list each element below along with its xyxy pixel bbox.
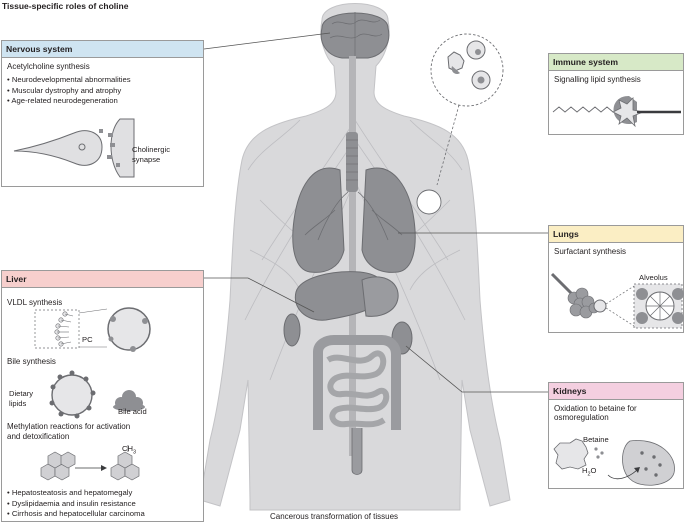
alveolus-illustration: [550, 272, 684, 329]
synapse-label-2: synapse: [132, 155, 161, 164]
stomach: [361, 276, 399, 317]
dietary-lipids-label-2: lipids: [9, 399, 27, 408]
vldl-synthesis-label: VLDL synthesis: [7, 298, 63, 307]
synapse-illustration: [13, 118, 135, 178]
liver-illustrations: [34, 307, 151, 481]
left-kidney: [283, 313, 301, 347]
lung-zoom-circle: [416, 189, 442, 215]
kidneys-subtitle-1: Oxidation to betaine for: [554, 404, 637, 413]
kidneys-subtitle-2: osmoregulation: [554, 413, 609, 422]
signalling-lipid-illustration: [552, 96, 681, 128]
betaine-label: Betaine: [583, 435, 609, 444]
liver-box: Liver VLDL synthesis: [1, 270, 204, 522]
immune-system-box: Immune system Signalling lipid synthesis: [548, 53, 684, 135]
alveolus-label: Alveolus: [639, 273, 668, 282]
nervous-system-subtitle: Acetylcholine synthesis: [7, 62, 90, 71]
nervous-system-bullets: Neurodevelopmental abnormalities Muscula…: [2, 75, 203, 107]
trachea: [346, 132, 358, 192]
list-item: Muscular dystrophy and atrophy: [7, 86, 203, 97]
kidneys-heading: Kidneys: [549, 383, 683, 400]
liver-heading: Liver: [2, 271, 203, 288]
osmoregulation-illustration: [553, 438, 675, 486]
nervous-system-heading: Nervous system: [2, 41, 203, 58]
methylation-label-2: and detoxification: [7, 432, 70, 441]
list-item: Neurodevelopmental abnormalities: [7, 75, 203, 86]
synapse-label-1: Cholinergic: [132, 145, 170, 154]
immune-system-subtitle: Signalling lipid synthesis: [554, 75, 641, 84]
liver-bullets: Hepatosteatosis and hepatomegaly Dyslipi…: [2, 488, 145, 520]
pc-label: PC: [82, 335, 93, 344]
list-item: Cirrhosis and hepatocellular carcinoma: [7, 509, 145, 520]
spinal-cord: [349, 56, 356, 456]
immune-system-heading: Immune system: [549, 54, 683, 71]
dietary-lipids-label-1: Dietary: [9, 389, 34, 398]
bile-acid-label: Bile acid: [118, 407, 147, 416]
lungs-heading: Lungs: [549, 226, 683, 243]
figure-title: Tissue-specific roles of choline: [2, 1, 129, 11]
ch3-label: CH3: [122, 444, 137, 456]
list-item: Hepatosteatosis and hepatomegaly: [7, 488, 145, 499]
kidneys-box: Kidneys Oxidation to betaine for osmoreg…: [548, 382, 684, 489]
lungs-box: Lungs Surfactant synthesis Alveolus: [548, 225, 684, 333]
left-lung: [292, 167, 345, 273]
h2o-label: H2O: [582, 466, 597, 478]
nervous-system-box: Nervous system Acetylcholine synthesis N…: [1, 40, 204, 187]
small-intestine: [326, 350, 390, 428]
footer-caption: Cancerous transformation of tissues: [270, 512, 399, 521]
lungs-subtitle: Surfactant synthesis: [554, 247, 627, 256]
bile-synthesis-label: Bile synthesis: [7, 357, 56, 366]
list-item: Age-related neurodegeneration: [7, 96, 203, 107]
list-item: Dyslipidaemia and insulin resistance: [7, 499, 145, 510]
immune-zoom-circle: [430, 33, 504, 107]
methylation-label-1: Methylation reactions for activation: [7, 422, 131, 431]
large-intestine: [313, 335, 401, 430]
right-lung: [361, 167, 416, 273]
connector-lines: [203, 32, 548, 393]
